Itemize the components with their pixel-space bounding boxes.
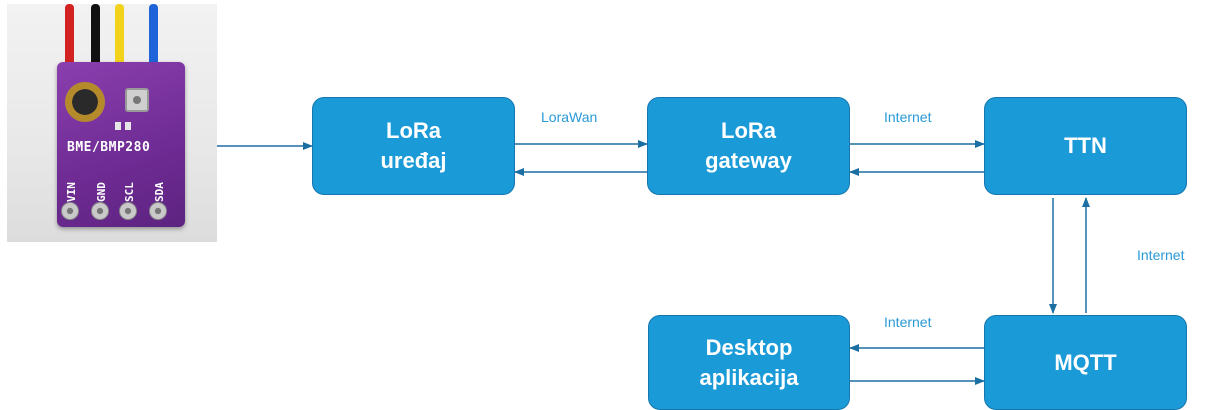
node-mqtt: MQTT (984, 315, 1187, 410)
node-lora-gateway-line2: gateway (705, 148, 792, 173)
node-ttn-label: TTN (1064, 133, 1107, 158)
node-lora-device-line1: LoRa (386, 118, 441, 143)
pin-pad-vin (61, 202, 79, 220)
node-lora-device: LoRa uređaj (312, 97, 515, 195)
node-desktop-app-line1: Desktop (705, 334, 793, 360)
pin-pad-sda (149, 202, 167, 220)
edge-label-ttn-mqtt: Internet (1137, 247, 1185, 263)
node-lora-gateway: LoRa gateway (647, 97, 850, 195)
smd-component (115, 122, 121, 130)
wire-black (91, 4, 100, 74)
pin-pad-gnd (91, 202, 109, 220)
node-mqtt-label: MQTT (1054, 349, 1117, 375)
node-desktop-app: Desktop aplikacija (648, 315, 850, 410)
edge-label-lorawan: LoraWan (541, 109, 598, 125)
mounting-hole (65, 82, 105, 122)
pin-pad-scl (119, 202, 137, 220)
node-lora-gateway-line1: LoRa (721, 118, 776, 143)
wire-red (65, 4, 74, 74)
edge-label-mqtt-desktop: Internet (884, 314, 932, 330)
node-desktop-app-line2: aplikacija (699, 364, 799, 390)
node-ttn: TTN (984, 97, 1187, 195)
sensor-photo: BME/BMP280 VIN GND SCL SDA (7, 4, 217, 242)
wire-yellow (115, 4, 124, 74)
smd-component (125, 122, 131, 130)
edge-label-gateway-ttn: Internet (884, 109, 932, 125)
node-lora-device-line2: uređaj (380, 148, 447, 173)
board-label: BME/BMP280 (67, 140, 151, 155)
sensor-chip (125, 88, 149, 112)
wire-blue (149, 4, 158, 74)
sensor-board: BME/BMP280 VIN GND SCL SDA (57, 62, 185, 227)
